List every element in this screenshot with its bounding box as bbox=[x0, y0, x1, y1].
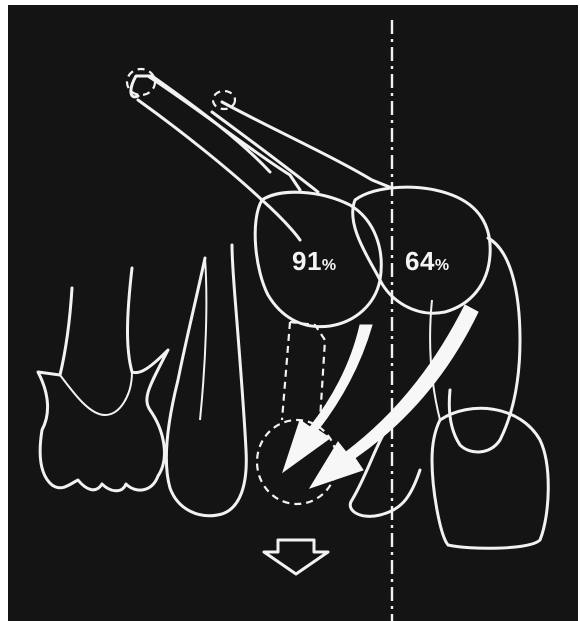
molar-furcation bbox=[60, 372, 132, 415]
percentage-label-right: 64% bbox=[405, 246, 450, 277]
percentage-label-left: 91% bbox=[292, 246, 337, 277]
central-incisor-outline bbox=[432, 408, 548, 548]
target-canine-root bbox=[282, 322, 325, 420]
down-arrow-icon bbox=[264, 540, 328, 574]
canine-shaft-left bbox=[131, 76, 270, 172]
molar-outline bbox=[38, 268, 168, 491]
